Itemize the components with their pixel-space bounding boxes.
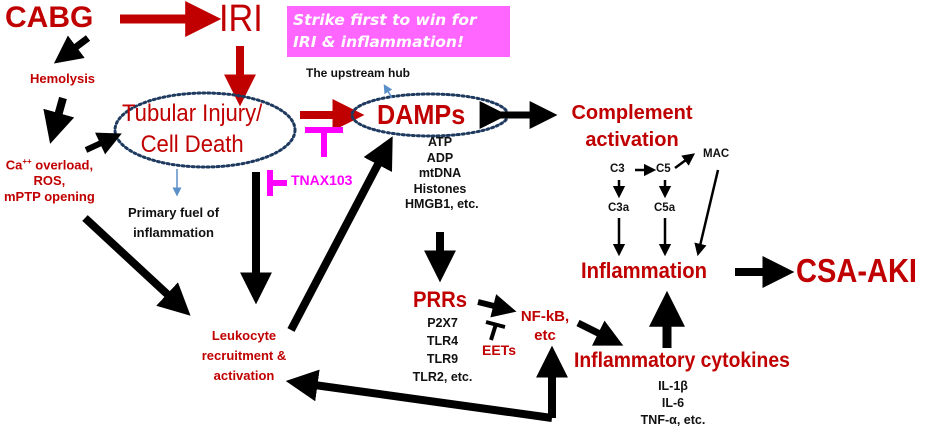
inhibitor-eets-on-nfkb bbox=[485, 320, 506, 341]
cytokine-item: IL-1β bbox=[658, 379, 688, 393]
label-tnax103: TNAX103 bbox=[291, 172, 353, 188]
arrow-mptp-to-leukocyte bbox=[82, 215, 191, 316]
damps-item: ATP bbox=[427, 135, 453, 149]
node-nfkb: NF-kB, etc bbox=[517, 307, 573, 345]
damps-item: ADP bbox=[426, 150, 454, 165]
node-ca-overload: Ca++ overload, ROS, mPTP opening bbox=[4, 154, 95, 205]
nfkb-line-2: etc bbox=[534, 327, 556, 344]
arrow-nfkb-to-cytokines bbox=[576, 319, 624, 346]
leukocyte-line-1: Leukocyte bbox=[211, 328, 277, 343]
arrow-prrs-to-nfkb bbox=[477, 294, 517, 318]
node-leukocyte-recruitment: Leukocyte recruitment & activation bbox=[188, 326, 300, 386]
complement-c5: C5 bbox=[656, 163, 671, 175]
tubular-injury-ellipse bbox=[113, 91, 297, 169]
inhibitor-tnax103-on-leukocyte-arrow bbox=[267, 170, 287, 196]
nfkb-line-1: NF-kB, bbox=[520, 308, 570, 325]
prrs-item: TLR4 bbox=[426, 334, 459, 348]
damps-list: ATP ADP mtDNA Histones HMGB1, etc. bbox=[405, 135, 479, 213]
node-csa-aki: CSA-AKI bbox=[796, 252, 917, 289]
node-inflammatory-cytokines: Inflammatory cytokines bbox=[574, 349, 790, 372]
arrow-mac-to-inflammation bbox=[694, 169, 720, 257]
callout-line-1: Strike first to win for bbox=[293, 11, 477, 29]
primary-fuel-line-1: Primary fuel of bbox=[128, 205, 220, 220]
arrow-leukocyte-to-damps bbox=[287, 136, 393, 332]
complement-mac: MAC bbox=[703, 148, 730, 160]
tubular-injury-line-1: Tubular Injury/ bbox=[122, 100, 263, 127]
arrow-c5-to-mac bbox=[674, 153, 696, 170]
complement-line-2: activation bbox=[585, 129, 679, 151]
complement-line-1: Complement bbox=[571, 102, 693, 124]
callout-line-2: IRI & inflammation! bbox=[293, 33, 465, 51]
complement-c5a: C5a bbox=[654, 202, 676, 214]
node-damps: DAMPs bbox=[377, 99, 466, 130]
arrow-hemolysis-to-ca bbox=[43, 96, 75, 144]
cytokine-item: TNF-α, etc. bbox=[640, 413, 706, 427]
node-hemolysis: Hemolysis bbox=[30, 71, 96, 86]
prrs-item: P2X7 bbox=[427, 316, 458, 330]
primary-fuel-line-2: inflammation bbox=[133, 225, 214, 240]
label-eets: EETs bbox=[482, 342, 516, 358]
inhibitor-tnax103-on-damps-arrow bbox=[305, 127, 343, 157]
ca-prefix: Ca bbox=[5, 157, 23, 173]
arrow-ca-to-tubular bbox=[84, 132, 122, 155]
tubular-injury-line-2: Cell Death bbox=[140, 131, 244, 158]
node-tubular-injury: Tubular Injury/ Cell Death bbox=[122, 98, 262, 160]
arrow-feedback-cytokines-to-leukocyte-and-nfkb bbox=[285, 345, 568, 422]
ca-superscript: ++ bbox=[22, 157, 32, 166]
node-inflammation: Inflammation bbox=[581, 258, 707, 283]
complement-c3: C3 bbox=[610, 163, 625, 175]
damps-item: Histones bbox=[413, 181, 467, 196]
ca-suffix: overload, bbox=[31, 157, 94, 173]
leukocyte-line-2: recruitment & bbox=[201, 348, 287, 363]
prrs-list: P2X7 TLR4 TLR9 TLR2, etc. bbox=[405, 314, 480, 386]
node-cabg: CABG bbox=[5, 1, 94, 34]
strategy-callout: Strike first to win for IRI & inflammati… bbox=[287, 6, 510, 57]
ros-label: ROS, bbox=[33, 173, 66, 189]
damps-item: HMGB1, etc. bbox=[405, 197, 479, 211]
note-upstream-hub: The upstream hub bbox=[306, 66, 411, 80]
arrow-damps-to-upstream-hub bbox=[383, 84, 393, 99]
cytokine-item: IL-6 bbox=[661, 396, 685, 410]
node-complement-activation: Complement activation bbox=[562, 100, 702, 154]
prrs-item: TLR9 bbox=[426, 352, 459, 366]
complement-c3a: C3a bbox=[608, 202, 630, 214]
node-iri: IRI bbox=[219, 0, 263, 40]
cytokines-list: IL-1β IL-6 TNF-α, etc. bbox=[628, 378, 718, 429]
damps-item: mtDNA bbox=[418, 166, 462, 180]
node-prrs: PRRs bbox=[413, 287, 467, 312]
leukocyte-line-3: activation bbox=[213, 368, 275, 383]
note-primary-fuel: Primary fuel of inflammation bbox=[128, 203, 219, 243]
arrow-cabg-to-hemolysis bbox=[53, 35, 91, 64]
mptp-label: mPTP opening bbox=[4, 189, 95, 205]
prrs-item: TLR2, etc. bbox=[412, 370, 473, 384]
